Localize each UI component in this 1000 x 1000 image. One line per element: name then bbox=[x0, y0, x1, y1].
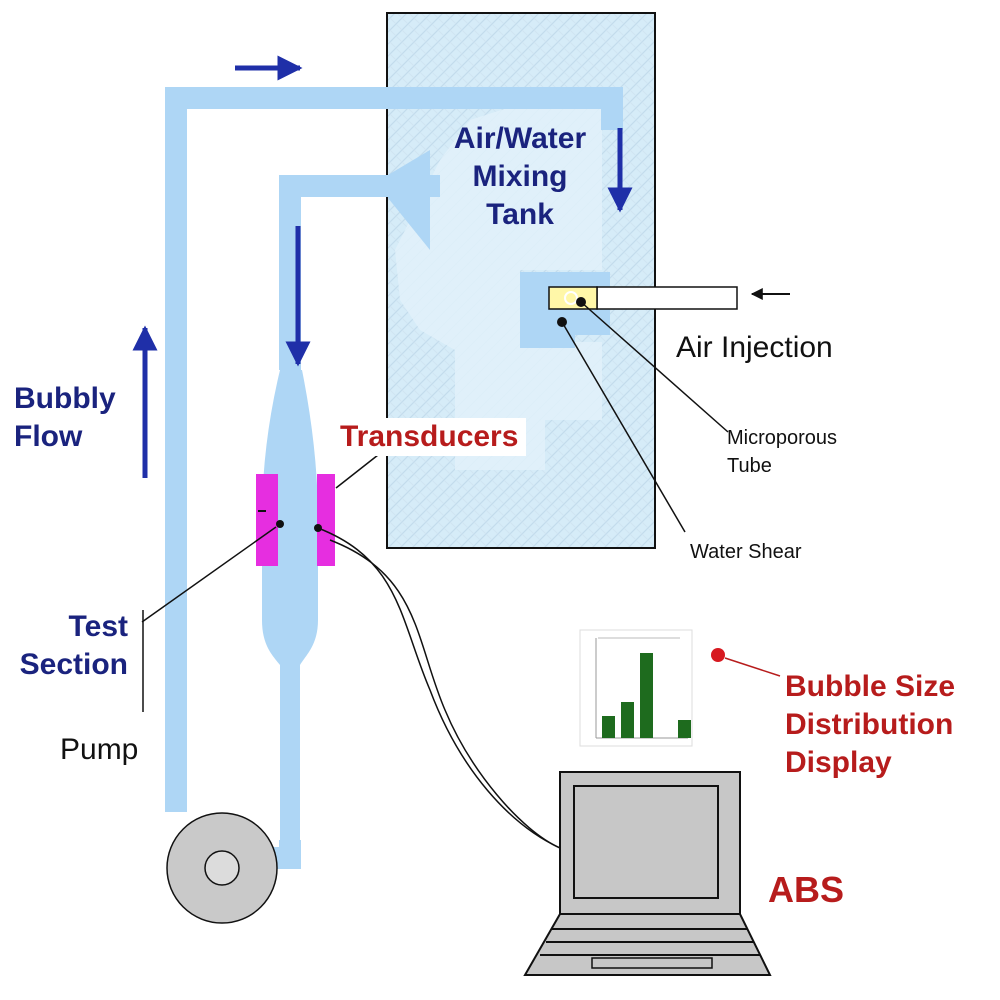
display-indicator-leader bbox=[724, 657, 781, 677]
histogram-bars bbox=[602, 653, 691, 738]
abs-label: ABS bbox=[768, 869, 845, 910]
transducer-right bbox=[317, 474, 335, 566]
water-shear-label: Water Shear bbox=[690, 541, 802, 563]
tank-label: Air/Water Mixing Tank bbox=[453, 122, 587, 231]
microporous-leader bbox=[580, 301, 729, 433]
transducer-label-leader bbox=[335, 454, 379, 489]
microporous-injector bbox=[548, 286, 598, 310]
test-section-leader bbox=[141, 526, 277, 623]
injector-ring bbox=[564, 291, 578, 305]
histogram-icon bbox=[579, 629, 693, 747]
return-pipe bbox=[165, 87, 623, 812]
tank-flow-channel bbox=[395, 104, 602, 470]
laptop-icon bbox=[523, 771, 772, 976]
test-section-label: Test Section bbox=[19, 610, 128, 681]
air-injection-label: Air Injection bbox=[676, 331, 833, 364]
histogram-bar bbox=[621, 702, 634, 738]
water-shear-leader bbox=[561, 321, 686, 533]
sensor-dot-left bbox=[276, 520, 284, 528]
histogram-bar bbox=[678, 720, 691, 738]
air-injection-tube bbox=[596, 286, 738, 310]
outlet-funnel bbox=[388, 150, 430, 250]
cable-1 bbox=[317, 527, 561, 849]
microporous-tube-label: Microporous Tube bbox=[727, 427, 838, 477]
cable-2 bbox=[329, 539, 561, 849]
histogram-bar bbox=[602, 716, 615, 738]
pump-label: Pump bbox=[60, 733, 139, 766]
bubbly-flow-label: Bubbly Flow bbox=[14, 382, 116, 453]
pump-icon bbox=[166, 812, 278, 924]
transducers-label: Transducers bbox=[332, 418, 527, 456]
histogram-bar bbox=[640, 653, 653, 738]
display-indicator-dot bbox=[711, 648, 725, 662]
bubble-size-display-label: Bubble Size Distribution Display bbox=[785, 670, 956, 779]
test-section-tube bbox=[262, 370, 318, 848]
transducer-left bbox=[256, 474, 278, 566]
